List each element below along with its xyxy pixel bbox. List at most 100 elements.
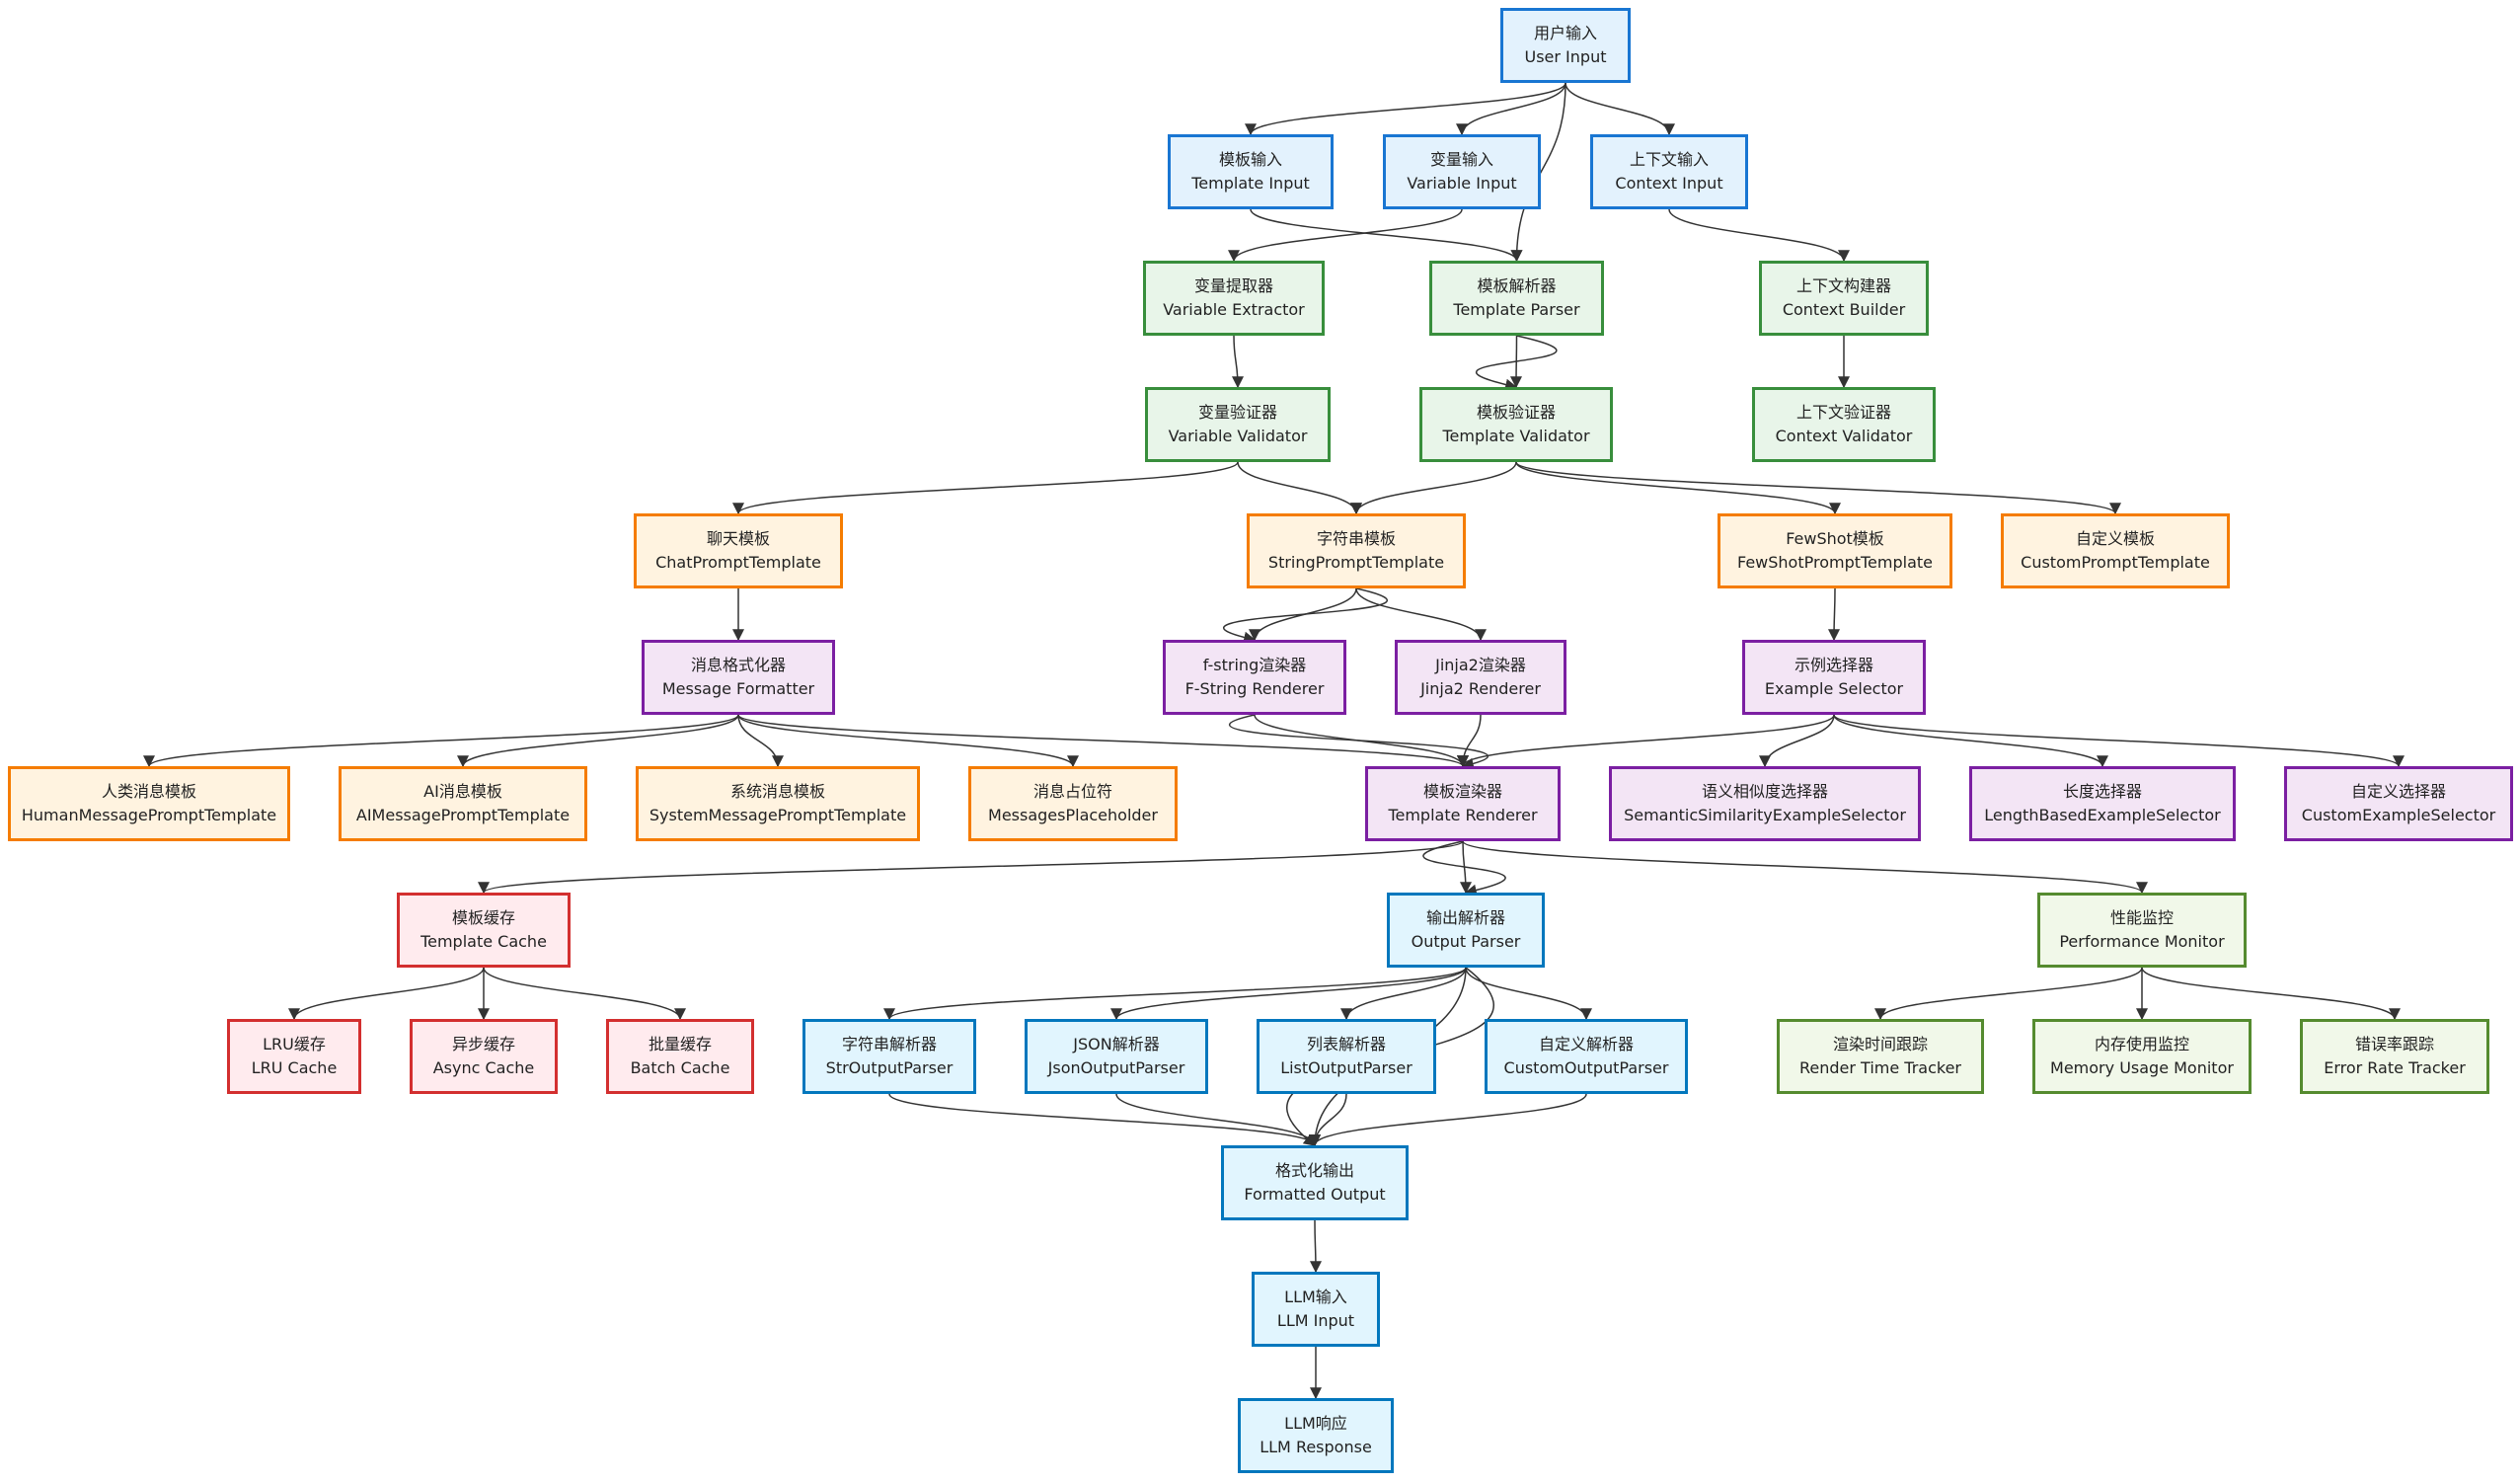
edge-example-selector-to-length-selector [1833, 714, 2108, 768]
node-label-cn: FewShot模板 [1786, 529, 1884, 548]
edge-fewshot-template-to-example-selector [1828, 587, 1841, 642]
node-fewshot-template[interactable]: FewShot模板 FewShotPromptTemplate [1718, 513, 1952, 588]
edge-string-template-to-fstring-renderer [1222, 587, 1389, 644]
node-template-input[interactable]: 模板输入 Template Input [1168, 134, 1334, 209]
node-label-en: LengthBasedExampleSelector [1984, 806, 2221, 824]
node-length-selector[interactable]: 长度选择器 LengthBasedExampleSelector [1969, 766, 2236, 841]
node-label-cn: 上下文验证器 [1795, 403, 1891, 422]
node-label-en: AIMessagePromptTemplate [355, 806, 571, 824]
node-label-cn: 变量提取器 [1193, 276, 1273, 295]
edge-json-parser-to-formatted-output [1115, 1093, 1321, 1147]
node-ai-msg[interactable]: AI消息模板 AIMessagePromptTemplate [339, 766, 587, 841]
edge-user-input-to-variable-input [1456, 82, 1566, 136]
edge-output-parser-to-json-parser [1110, 967, 1467, 1021]
edge-custom-parser-to-formatted-output [1309, 1093, 1587, 1147]
node-semantic-selector[interactable]: 语义相似度选择器 SemanticSimilarityExampleSelecto… [1609, 766, 1921, 841]
node-label-cn: f-string渲染器 [1202, 656, 1307, 674]
node-label-en: Output Parser [1411, 932, 1521, 951]
node-label-en: Template Input [1191, 174, 1310, 193]
node-label-en: LRU Cache [251, 1058, 338, 1077]
node-label-cn: LLM响应 [1284, 1414, 1347, 1433]
edge-str-parser-to-formatted-output [888, 1093, 1321, 1147]
edge-template-renderer-to-perf-monitor [1462, 840, 2148, 895]
node-llm-response[interactable]: LLM响应 LLM Response [1238, 1398, 1394, 1473]
node-label-cn: 示例选择器 [1794, 656, 1873, 674]
node-label-cn: 上下文构建器 [1795, 276, 1891, 295]
edge-example-selector-to-template-renderer [1457, 714, 1835, 768]
node-context-builder[interactable]: 上下文构建器 Context Builder [1759, 261, 1929, 336]
edge-message-formatter-to-ai-msg [457, 714, 739, 768]
node-label-en: Variable Validator [1168, 427, 1308, 445]
node-label-en: Context Input [1615, 174, 1723, 193]
edge-string-template-to-jinja2-renderer [1355, 587, 1487, 642]
node-label-en: Jinja2 Renderer [1420, 679, 1541, 698]
node-label-en: HumanMessagePromptTemplate [21, 806, 277, 824]
node-label-cn: LLM输入 [1284, 1288, 1347, 1306]
edge-perf-monitor-to-error-tracker [2141, 967, 2401, 1021]
node-label-en: Memory Usage Monitor [2050, 1058, 2234, 1077]
edge-template-validator-to-fewshot-template [1515, 461, 1841, 515]
node-label-cn: Jinja2渲染器 [1435, 656, 1526, 674]
edge-template-cache-to-batch-cache [483, 967, 686, 1021]
node-label-en: CustomPromptTemplate [2021, 553, 2210, 572]
edge-message-formatter-to-template-renderer [737, 714, 1469, 768]
node-label-cn: 列表解析器 [1306, 1035, 1386, 1054]
node-jinja2-renderer[interactable]: Jinja2渲染器 Jinja2 Renderer [1395, 640, 1566, 715]
node-label-cn: 长度选择器 [2062, 782, 2142, 801]
node-label-cn: 批量缓存 [648, 1035, 712, 1054]
node-label-cn: AI消息模板 [423, 782, 502, 801]
node-label-cn: 自定义模板 [2075, 529, 2155, 548]
node-label-cn: 语义相似度选择器 [1701, 782, 1828, 801]
node-label-cn: 模板渲染器 [1422, 782, 1502, 801]
edge-fstring-renderer-to-template-renderer [1229, 714, 1489, 770]
node-template-renderer[interactable]: 模板渲染器 Template Renderer [1365, 766, 1561, 841]
node-label-en: Template Renderer [1388, 806, 1538, 824]
node-label-en: LLM Response [1260, 1438, 1372, 1456]
node-label-cn: 异步缓存 [451, 1035, 515, 1054]
node-label-cn: 字符串模板 [1316, 529, 1396, 548]
node-label-en: MessagesPlaceholder [988, 806, 1158, 824]
node-label-cn: 模板输入 [1218, 150, 1282, 169]
node-label-en: Context Builder [1782, 300, 1906, 319]
node-custom-template[interactable]: 自定义模板 CustomPromptTemplate [2001, 513, 2230, 588]
edge-template-parser-to-template-validator [1475, 335, 1558, 391]
node-label-cn: 聊天模板 [706, 529, 770, 548]
node-label-en: FewShotPromptTemplate [1736, 553, 1934, 572]
edge-message-formatter-to-human-msg [143, 714, 739, 768]
node-label-en: Render Time Tracker [1798, 1058, 1961, 1077]
node-label-en: SemanticSimilarityExampleSelector [1624, 806, 1906, 824]
